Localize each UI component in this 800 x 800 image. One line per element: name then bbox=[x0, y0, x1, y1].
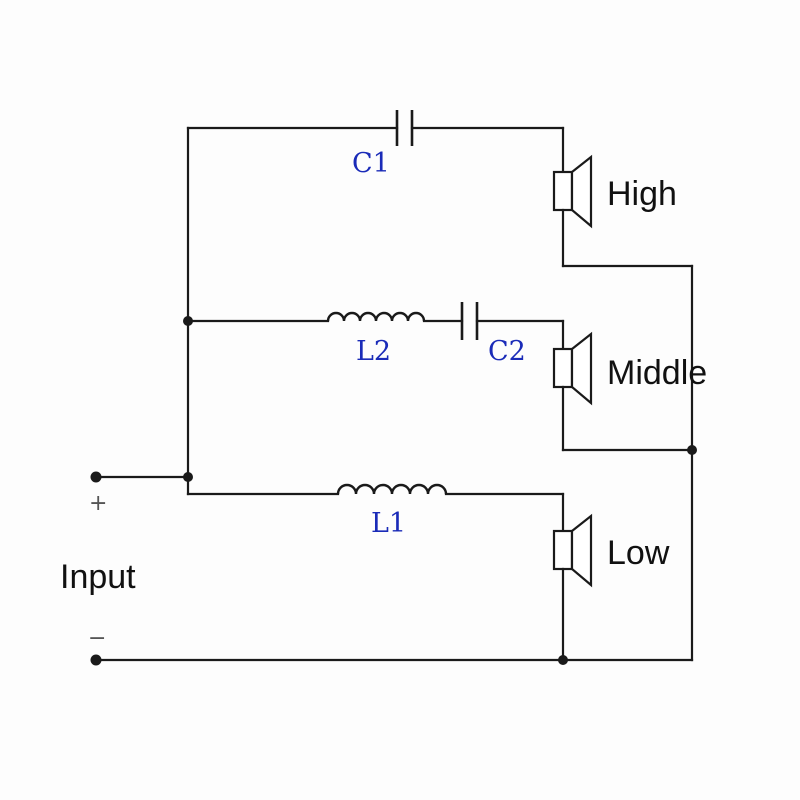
junction-middle-return bbox=[687, 445, 697, 455]
speaker-middle bbox=[552, 331, 593, 406]
input-minus-terminal bbox=[90, 654, 102, 666]
speaker-icon bbox=[552, 154, 593, 229]
c2-label: C2 bbox=[488, 336, 526, 367]
c1-label: C1 bbox=[352, 148, 390, 179]
speaker-icon bbox=[552, 331, 593, 406]
l1-label: L1 bbox=[371, 508, 406, 539]
junction-input-plus bbox=[183, 472, 193, 482]
input-plus-sign: + bbox=[89, 491, 107, 516]
inductor-l2 bbox=[326, 311, 426, 322]
capacitor-c2 bbox=[460, 302, 479, 340]
input-minus-sign: − bbox=[88, 626, 106, 651]
speaker-icon bbox=[552, 513, 593, 588]
input-plus-terminal bbox=[90, 471, 102, 483]
middle-label: Middle bbox=[607, 354, 707, 392]
low-label: Low bbox=[607, 534, 670, 572]
input-label: Input bbox=[60, 558, 136, 596]
junction-middle-branch bbox=[183, 316, 193, 326]
speaker-low bbox=[552, 513, 593, 588]
inductor-l1 bbox=[336, 483, 448, 495]
high-label: High bbox=[607, 175, 677, 213]
capacitor-c1 bbox=[395, 110, 414, 146]
junction-low-return bbox=[558, 655, 568, 665]
speaker-high bbox=[552, 154, 593, 229]
l2-label: L2 bbox=[356, 336, 391, 367]
